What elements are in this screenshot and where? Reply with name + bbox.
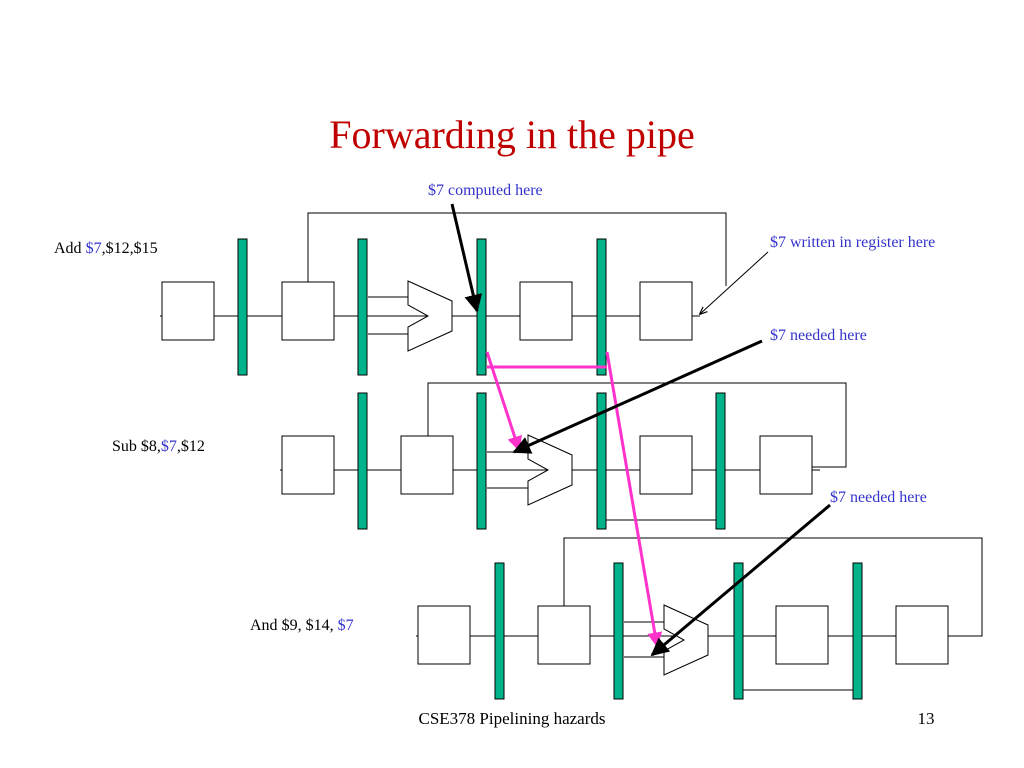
instruction-sub: Sub $8,$7,$12 [112, 438, 205, 455]
stage-box-mem [519, 281, 573, 341]
stage-box-id [281, 281, 335, 341]
annotation-needed-sub: $7 needed here [770, 327, 867, 344]
register-text: ,$12 [177, 438, 205, 455]
arrow-computed [450, 203, 483, 313]
pipeline-latch [733, 562, 744, 700]
register-highlight: $7 [161, 438, 177, 455]
stage-box-wb [895, 605, 949, 665]
register-text: ,$12,$15 [102, 240, 158, 257]
annotation-computed: $7 computed here [428, 182, 543, 199]
pipeline-row-sub [280, 382, 847, 530]
forward-arrow-to-and [605, 351, 663, 648]
pipeline-latch [596, 238, 607, 376]
pipeline-latch [715, 392, 726, 530]
stage-box-if [161, 281, 215, 341]
pipeline-latch [852, 562, 863, 700]
pipeline-latch [494, 562, 505, 700]
forwarding-paths [485, 351, 663, 648]
arrow-needed-and [650, 503, 831, 657]
instruction-op: Sub [112, 438, 141, 455]
pipeline-latch [357, 392, 368, 530]
register-highlight: $7 [338, 617, 354, 634]
stage-box-mem [639, 435, 693, 495]
alu-shape [527, 434, 573, 506]
annotation-needed-and: $7 needed here [830, 489, 927, 506]
instruction-and: And $9, $14, $7 [250, 617, 354, 634]
pipeline-latch [476, 238, 487, 376]
stage-box-wb [759, 435, 813, 495]
arrow-written [700, 251, 769, 314]
arrow-needed-sub [512, 339, 763, 454]
register-highlight: $7 [86, 240, 102, 257]
slide-title: Forwarding in the pipe [329, 112, 695, 157]
stage-box-if [281, 435, 335, 495]
register-text: $8, [141, 438, 161, 455]
stage-box-id [400, 435, 454, 495]
register-text: $9, $14, [282, 617, 338, 634]
stage-box-if [417, 605, 471, 665]
footer-course: CSE378 Pipelining hazards [419, 709, 606, 728]
instruction-op: Add [54, 240, 86, 257]
pipeline-latch [357, 238, 368, 376]
pipeline-latch [613, 562, 624, 700]
annotation-written: $7 written in register here [770, 234, 935, 251]
pipeline-row-and [416, 537, 983, 700]
footer-page-number: 13 [918, 709, 935, 728]
alu-shape [407, 280, 453, 352]
alu-shape [663, 604, 709, 676]
pipeline-latch [596, 392, 607, 530]
stage-box-mem [775, 605, 829, 665]
instruction-add: Add $7,$12,$15 [54, 240, 158, 257]
pipeline-latch [476, 392, 487, 530]
stage-box-wb [639, 281, 693, 341]
pipeline-row-add [160, 212, 727, 376]
stage-box-id [537, 605, 591, 665]
instruction-op: And [250, 617, 282, 634]
pipeline-latch [237, 238, 248, 376]
